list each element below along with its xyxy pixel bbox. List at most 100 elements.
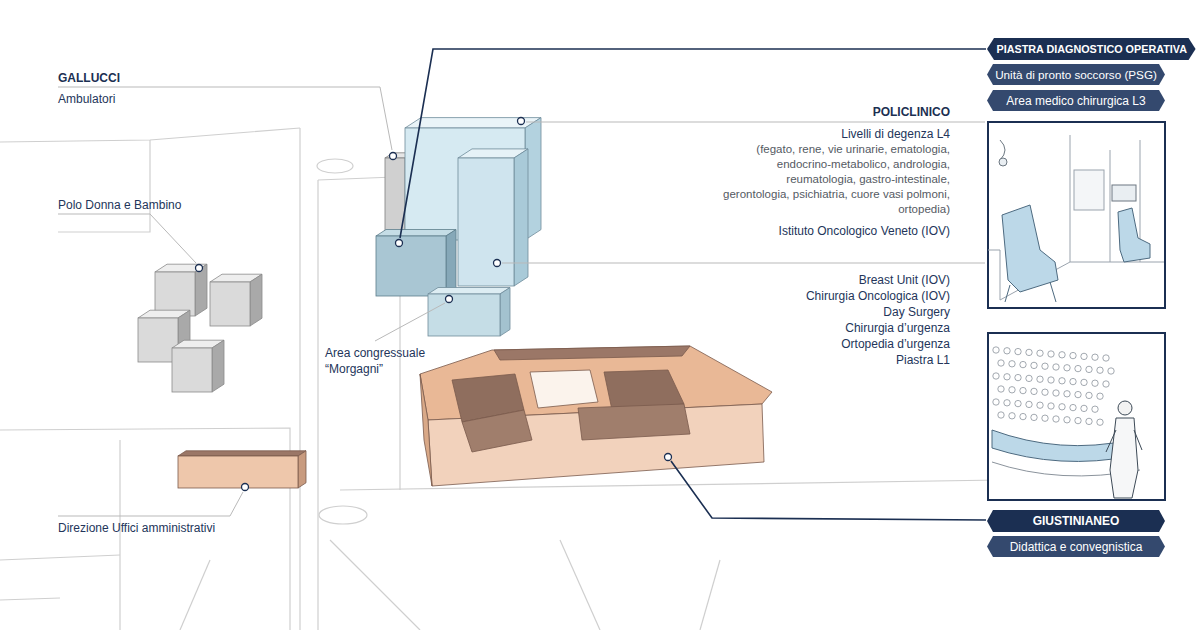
audience-head xyxy=(998,386,1004,392)
audience-head xyxy=(1009,387,1015,393)
audience-head xyxy=(1108,368,1114,374)
drawing-stroke xyxy=(988,122,1165,308)
drawing-stroke xyxy=(1002,205,1058,292)
drawing-stroke xyxy=(58,87,392,150)
drawing-stroke xyxy=(446,296,453,303)
drawing-stroke xyxy=(1112,185,1136,201)
audience-head xyxy=(1103,381,1109,387)
audience-head xyxy=(1042,389,1048,395)
side-face xyxy=(250,274,262,326)
audience-head xyxy=(1048,351,1054,357)
wing-face xyxy=(578,404,690,440)
audience-head xyxy=(1037,350,1043,356)
band-label: Area medico chirurgica L3 xyxy=(987,94,1165,108)
audience-head xyxy=(1020,413,1026,419)
audience-head xyxy=(1020,361,1026,367)
lecture-hall-illustration xyxy=(988,333,1165,500)
audience-head xyxy=(1086,418,1092,424)
ribbon-fill xyxy=(987,510,1165,532)
location-dot xyxy=(196,118,672,491)
audience-head xyxy=(1026,401,1032,407)
drawing-stroke xyxy=(400,49,986,238)
drawing-stroke xyxy=(58,214,196,263)
front-face xyxy=(172,348,212,392)
audience-head xyxy=(1042,363,1048,369)
unit-name: Day Surgery xyxy=(750,304,950,320)
drawing-stroke xyxy=(317,159,353,173)
ward-illustration xyxy=(988,122,1165,308)
band-label: Unità di pronto soccorso (PSG) xyxy=(987,68,1165,82)
drawing-stroke xyxy=(993,347,1114,426)
courtyard xyxy=(530,370,598,408)
audience-head xyxy=(1070,378,1076,384)
ribbon-band: Didattica e convegnistica xyxy=(987,536,1165,557)
audience-head xyxy=(1042,415,1048,421)
drawing-stroke xyxy=(700,560,720,630)
drawing-stroke xyxy=(242,484,249,491)
drawing-stroke xyxy=(396,240,403,247)
unit-name: Chirurgia d’urgenza xyxy=(750,320,950,336)
drawing-stroke xyxy=(1118,401,1132,415)
audience-head xyxy=(998,412,1004,418)
roof-face xyxy=(178,451,306,456)
ribbon-fill xyxy=(987,90,1165,111)
audience-head xyxy=(1075,417,1081,423)
building-function: Ambulatori xyxy=(58,91,115,107)
unit-name: Piastra L1 xyxy=(750,352,950,368)
audience-head xyxy=(1103,355,1109,361)
drawing-stroke xyxy=(560,540,600,630)
audience-head xyxy=(1026,375,1032,381)
audience-head xyxy=(1015,348,1021,354)
audience-head xyxy=(1059,404,1065,410)
band-label: PIASTRA DIAGNOSTICO OPERATIVA xyxy=(987,42,1196,56)
building-name: Direzione Uffici amministrativi xyxy=(58,520,215,536)
leader-lines xyxy=(58,49,986,520)
drawing-stroke xyxy=(671,461,986,520)
audience-head xyxy=(1092,354,1098,360)
ribbon-band: PIASTRA DIAGNOSTICO OPERATIVA xyxy=(987,38,1196,60)
ribbon-band: Unità di pronto soccorso (PSG) xyxy=(987,64,1165,85)
audience-head xyxy=(1097,367,1103,373)
drawing-stroke xyxy=(1005,282,1056,302)
ribbon-band: GIUSTINIANEO xyxy=(987,510,1165,532)
audience-head xyxy=(1064,391,1070,397)
audience-head xyxy=(998,360,1004,366)
audience-head xyxy=(1081,353,1087,359)
band-label: Didattica e convegnistica xyxy=(987,540,1165,554)
audience-head xyxy=(1009,361,1015,367)
audience-head xyxy=(1037,402,1043,408)
front-face xyxy=(428,294,500,336)
drawing-stroke xyxy=(390,153,397,160)
audience-head xyxy=(1097,419,1103,425)
audience-head xyxy=(1086,366,1092,372)
audience-head xyxy=(1059,378,1065,384)
audience-head xyxy=(1037,376,1043,382)
wing-face xyxy=(462,410,532,452)
building-name: Polo Donna e Bambino xyxy=(58,197,181,213)
audience-head xyxy=(1064,417,1070,423)
drawing-stroke xyxy=(375,303,445,341)
roof-ridge xyxy=(494,346,690,360)
drawing-stroke xyxy=(988,333,1165,500)
audience-head xyxy=(1070,352,1076,358)
building-name: POLICLINICO xyxy=(720,104,950,120)
audience-head xyxy=(1031,414,1037,420)
audience-head xyxy=(993,347,999,353)
audience-head xyxy=(1070,404,1076,410)
front-face xyxy=(210,282,250,326)
audience-head xyxy=(1009,413,1015,419)
side-face xyxy=(298,451,306,488)
drawing-stroke xyxy=(518,118,525,125)
drawing-stroke xyxy=(1118,208,1150,262)
building-blocks xyxy=(138,118,772,488)
unit-name: Breast Unit (IOV) xyxy=(750,272,950,288)
side-face xyxy=(446,230,456,297)
drawing-stroke xyxy=(1000,140,1005,160)
audience-head xyxy=(1086,392,1092,398)
drawing-stroke xyxy=(319,506,367,524)
drawing-stroke xyxy=(0,128,300,142)
drawing-stroke xyxy=(1074,170,1104,210)
drawing-stroke xyxy=(988,250,1000,300)
drawing-stroke xyxy=(992,430,1132,461)
drawing-stroke xyxy=(494,260,501,267)
